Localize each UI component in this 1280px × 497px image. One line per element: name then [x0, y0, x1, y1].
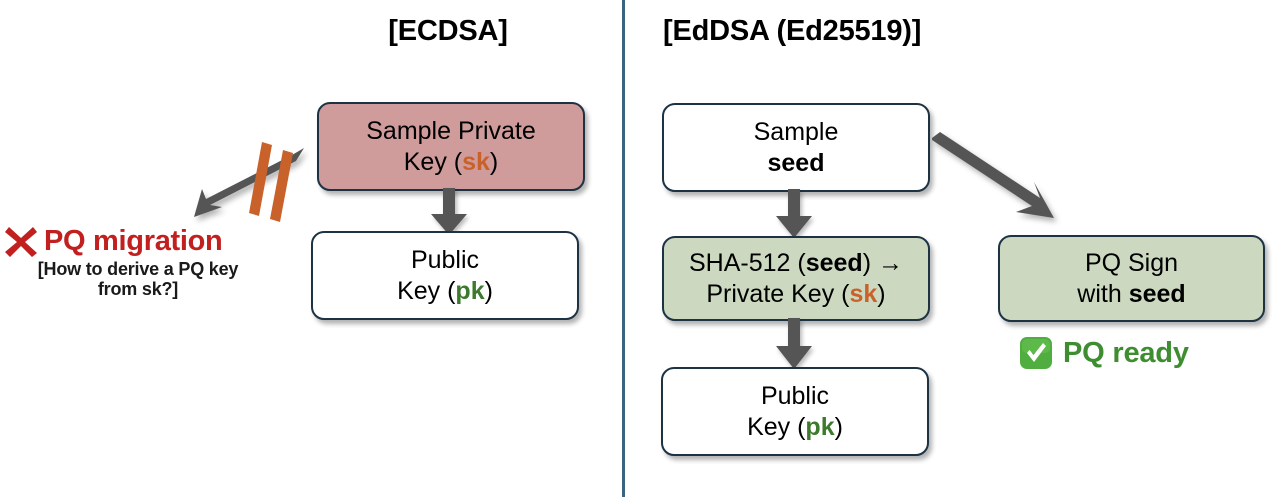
label-pk: pk — [455, 276, 485, 305]
label-key-suffix: ) — [489, 147, 499, 176]
pq-migration-callout: PQ migration [How to derive a PQ key fro… — [4, 224, 272, 299]
label-key-prefix: Key ( — [747, 412, 806, 441]
label-key-prefix: Key ( — [397, 276, 456, 305]
arrow-seed-to-sha512 — [776, 189, 812, 238]
label-key-suffix: ) — [484, 276, 493, 305]
box-line-2: Key (sk) — [404, 147, 499, 178]
box-line-2: seed — [767, 148, 825, 177]
label-private-key-suffix: ) — [877, 279, 886, 308]
x-mark-icon — [5, 227, 37, 257]
box-line-1: Sample Private — [366, 117, 536, 145]
label-seed: seed — [1128, 279, 1186, 308]
box-sample-seed[interactable]: Sample seed — [662, 103, 930, 192]
pq-migration-label: PQ migration — [44, 224, 223, 257]
label-private-key-prefix: Private Key ( — [706, 279, 850, 308]
label-sha512-suffix: ) → — [862, 249, 903, 277]
arrow-blocked-migration — [194, 148, 304, 217]
blocked-slash-icon — [249, 142, 293, 222]
pq-migration-row: PQ migration — [4, 224, 272, 258]
arrow-private-key-to-public-key — [431, 188, 467, 235]
box-line-1: SHA-512 (seed) → — [689, 248, 903, 279]
box-sample-private-key[interactable]: Sample Private Key (sk) — [317, 102, 585, 191]
label-pk: pk — [805, 412, 835, 441]
pq-ready-callout: PQ ready — [1019, 336, 1189, 370]
box-sha512-private-key[interactable]: SHA-512 (seed) → Private Key (sk) — [662, 236, 930, 321]
pq-migration-note-line-1: [How to derive a PQ key — [37, 259, 239, 279]
pq-ready-label: PQ ready — [1063, 336, 1189, 369]
label-sk: sk — [849, 279, 878, 308]
box-line-1: Sample — [753, 118, 839, 146]
box-public-key-ecdsa[interactable]: Public Key (pk) — [311, 231, 579, 320]
box-line-2: Private Key (sk) — [706, 279, 885, 310]
section-divider — [622, 0, 625, 497]
box-public-key-eddsa[interactable]: Public Key (pk) — [661, 367, 929, 456]
box-line-1: Public — [410, 246, 480, 274]
pq-migration-note-line-2: from sk?] — [97, 279, 179, 300]
box-line-2: with seed — [1077, 279, 1185, 310]
section-title-ecdsa: [ECDSA] — [388, 15, 508, 47]
section-title-eddsa: [EdDSA (Ed25519)] — [663, 15, 922, 47]
box-pq-sign-with-seed[interactable]: PQ Sign with seed — [998, 235, 1265, 322]
label-with-prefix: with — [1077, 279, 1129, 308]
arrow-seed-to-pq-sign — [932, 132, 1054, 218]
label-sk: sk — [462, 147, 490, 176]
label-key-suffix: ) — [834, 412, 843, 441]
arrow-sha512-to-public-key — [776, 318, 812, 369]
label-seed: seed — [805, 249, 863, 277]
box-line-2: Key (pk) — [747, 412, 843, 443]
box-line-1: PQ Sign — [1084, 249, 1179, 277]
pq-migration-note: [How to derive a PQ key from sk?] — [4, 259, 272, 299]
box-line-2: Key (pk) — [397, 276, 493, 307]
check-mark-icon — [1020, 337, 1052, 369]
label-key-prefix: Key ( — [403, 147, 463, 176]
box-line-1: Public — [760, 382, 830, 410]
label-sha512-prefix: SHA-512 ( — [689, 249, 806, 277]
